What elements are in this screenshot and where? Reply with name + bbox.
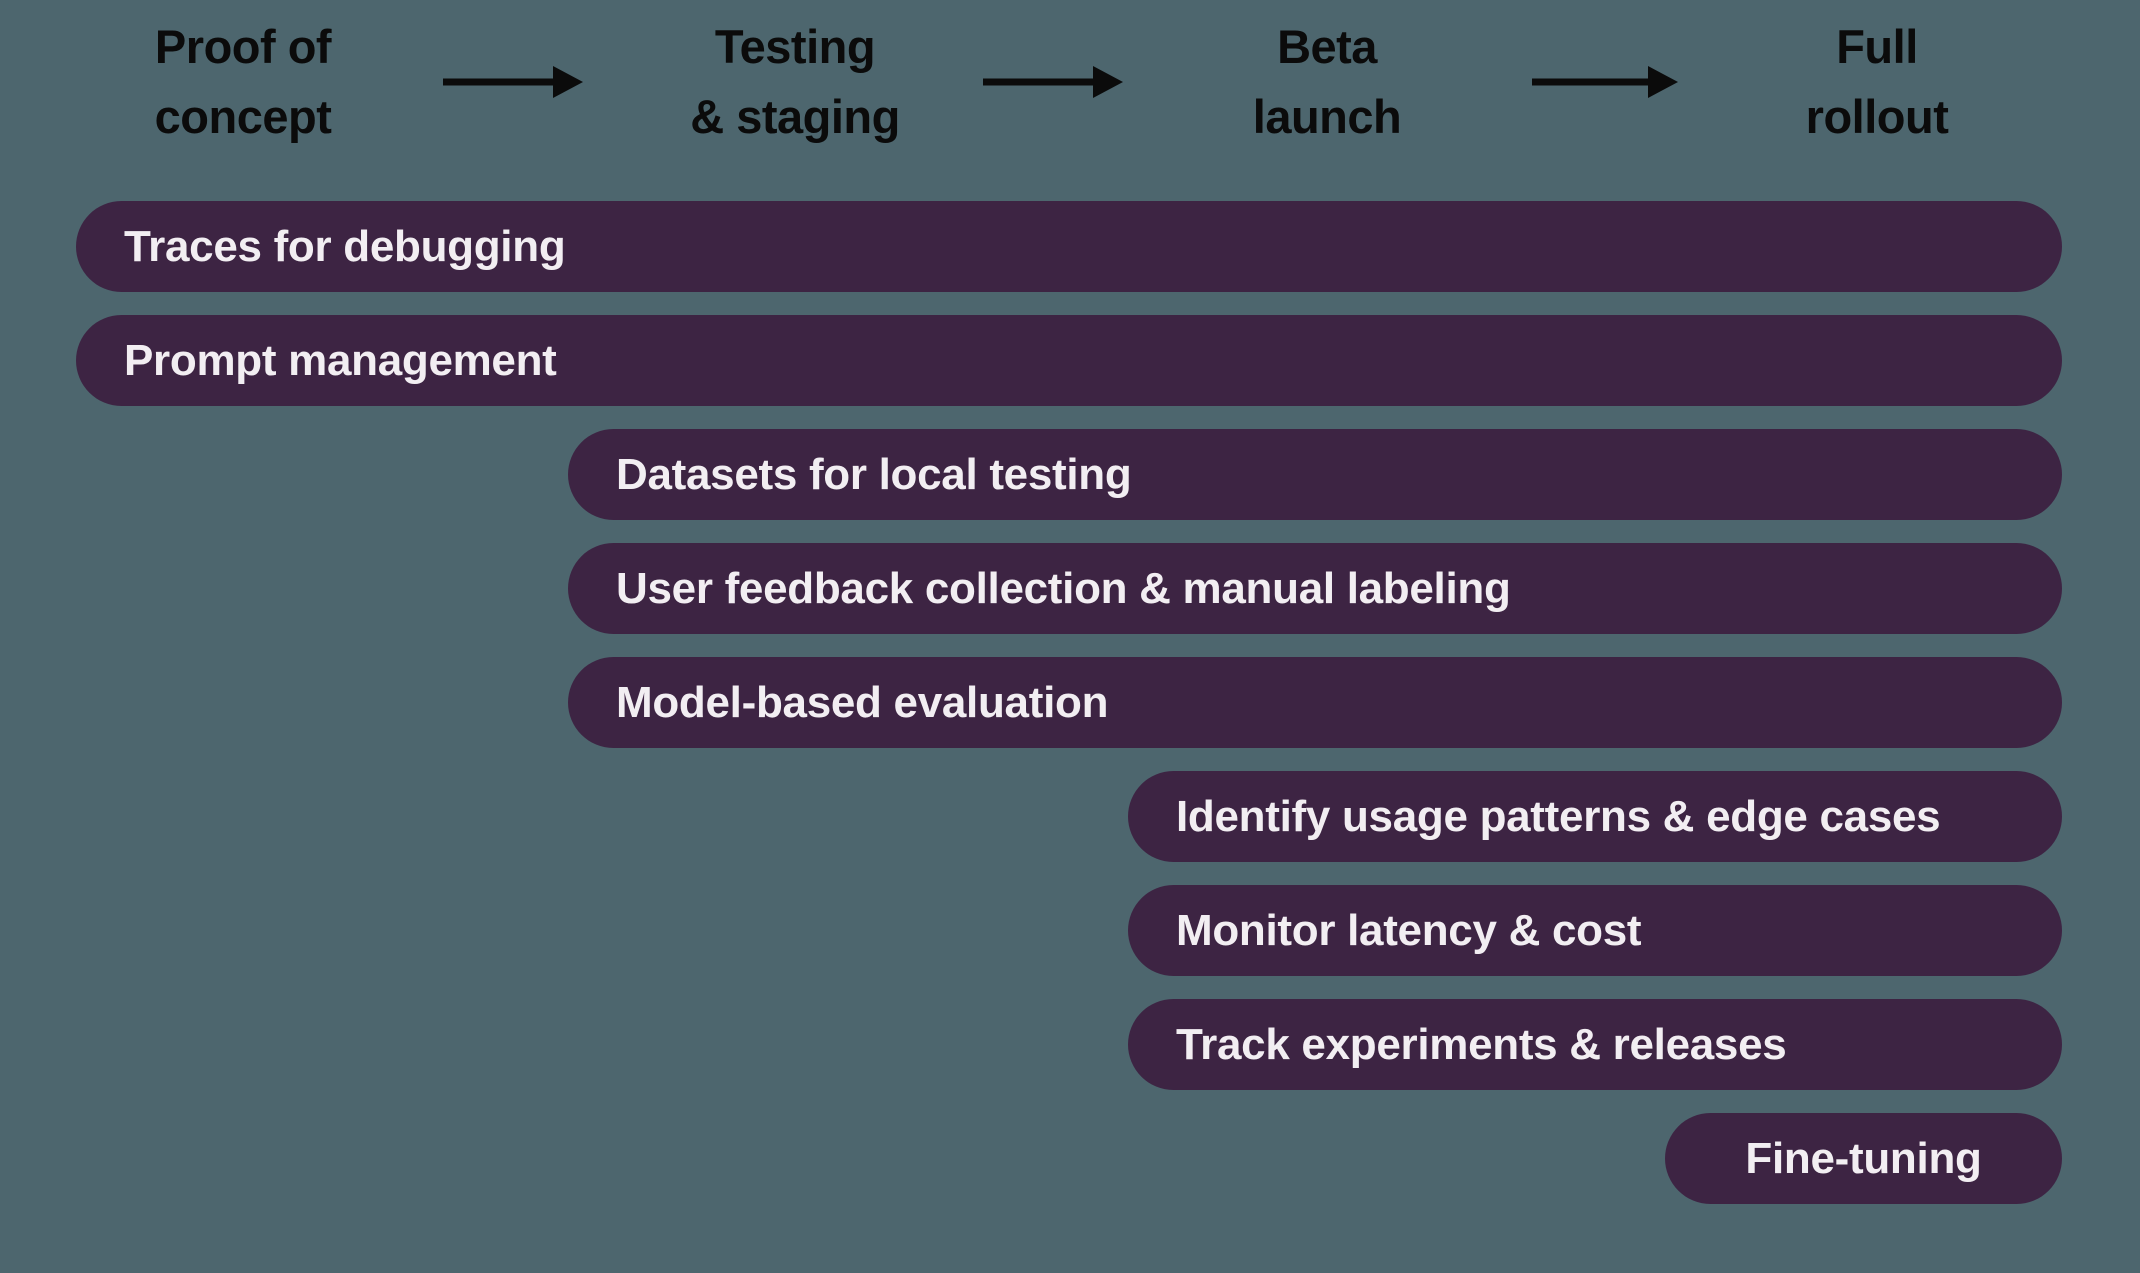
feature-bar-label: Track experiments & releases: [1176, 1019, 1787, 1069]
right-arrow-icon: [983, 66, 1123, 98]
right-arrow-icon: [443, 66, 583, 98]
feature-bar-datasets: Datasets for local testing: [568, 429, 2062, 520]
feature-bar-traces: Traces for debugging: [76, 201, 2062, 292]
feature-bar-prompt-management: Prompt management: [76, 315, 2062, 406]
feature-bar-latency-cost: Monitor latency & cost: [1128, 885, 2062, 976]
feature-bar-label: Prompt management: [124, 335, 557, 385]
feature-bar-label: Fine-tuning: [1745, 1133, 1982, 1183]
feature-bar-experiments: Track experiments & releases: [1128, 999, 2062, 1090]
stage-header-testing-staging: Testing & staging: [690, 20, 900, 143]
stage-header-beta-launch: Beta launch: [1252, 20, 1402, 143]
feature-bar-user-feedback: User feedback collection & manual labeli…: [568, 543, 2062, 634]
feature-bar-fine-tuning: Fine-tuning: [1665, 1113, 2062, 1204]
feature-bar-label: Identify usage patterns & edge cases: [1176, 791, 1941, 841]
feature-bar-label: Datasets for local testing: [616, 449, 1132, 499]
feature-bar-label: Monitor latency & cost: [1176, 905, 1642, 955]
feature-bar-label: Traces for debugging: [124, 221, 566, 271]
feature-bar-model-eval: Model-based evaluation: [568, 657, 2062, 748]
feature-bar-label: Model-based evaluation: [616, 677, 1109, 727]
feature-bar-usage-patterns: Identify usage patterns & edge cases: [1128, 771, 2062, 862]
stage-header-proof-of-concept: Proof of concept: [154, 20, 332, 143]
right-arrow-icon: [1532, 66, 1678, 98]
stage-header-full-rollout: Full rollout: [1805, 20, 1949, 143]
feature-bar-label: User feedback collection & manual labeli…: [616, 563, 1511, 613]
